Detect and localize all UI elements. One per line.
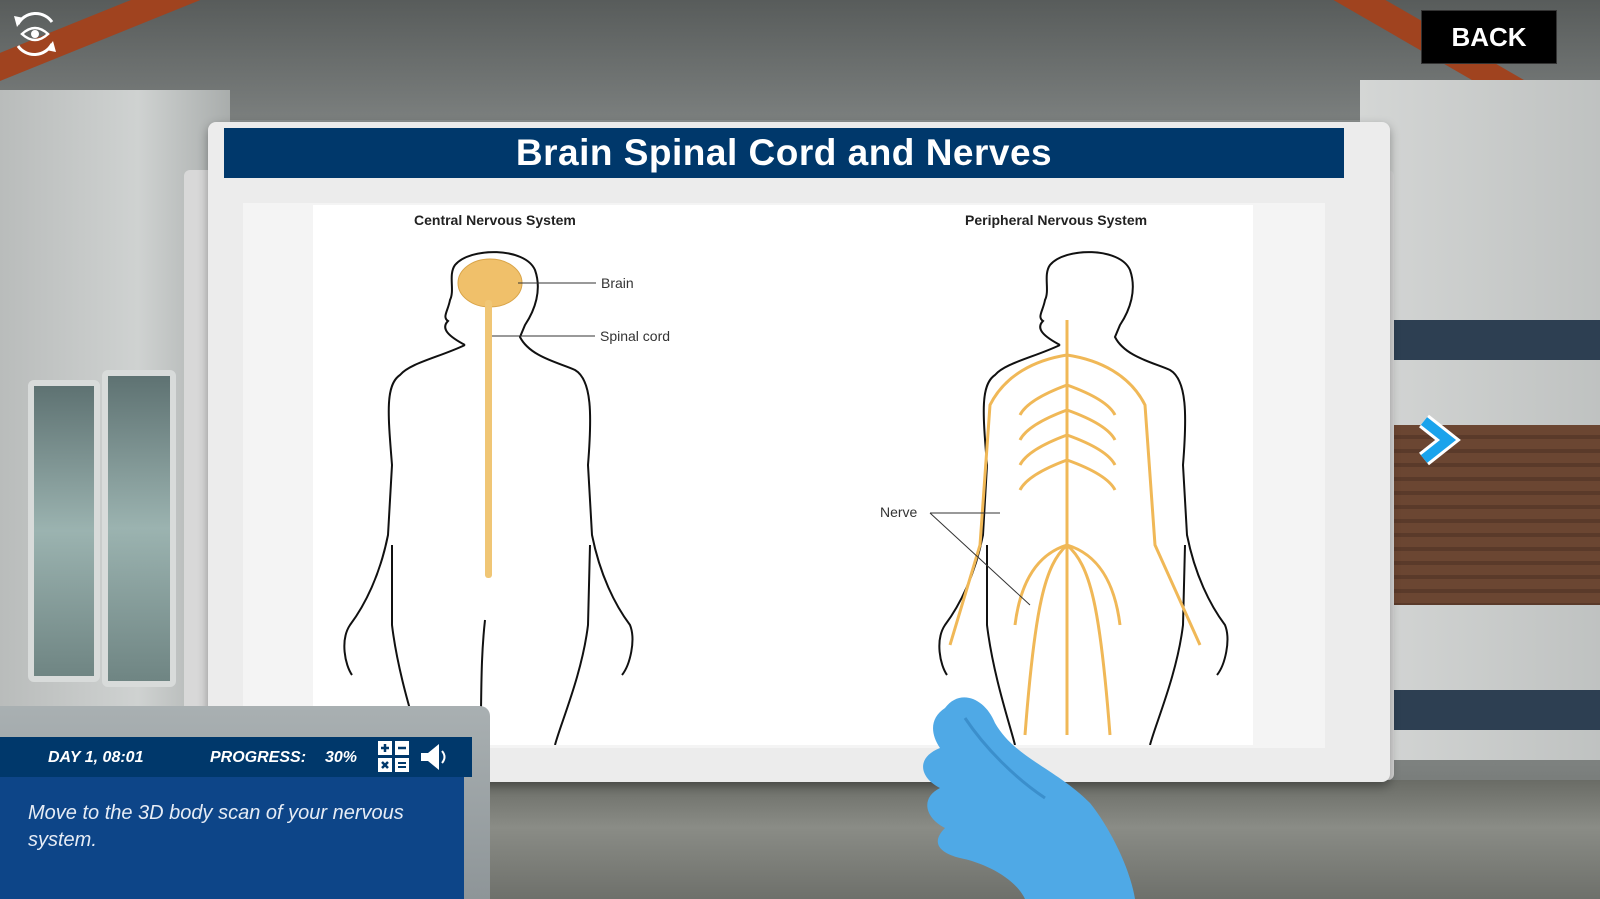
brain-shape <box>457 258 523 308</box>
cns-body-figure <box>343 251 634 745</box>
instruction-message: Move to the 3D body scan of your nervous… <box>28 802 404 851</box>
hud-header: DAY 1, 08:01 PROGRESS: 30% <box>0 737 472 777</box>
progress-value: 30% <box>325 749 358 766</box>
day-time: DAY 1, 08:01 <box>48 749 144 766</box>
hud-message-panel <box>0 777 464 899</box>
brain-label: Brain <box>601 275 634 291</box>
sound-speaker-icon[interactable] <box>419 742 451 772</box>
spinal-cord-shape <box>485 300 492 578</box>
brick-wall <box>1370 425 1600 605</box>
ceiling <box>0 0 1600 120</box>
right-shelf-bottom <box>1365 690 1600 730</box>
left-window-2 <box>102 370 176 687</box>
calculator-icon[interactable] <box>378 741 410 773</box>
right-shelf-top <box>1365 320 1600 360</box>
cns-caption: Central Nervous System <box>414 212 576 228</box>
nerve-label: Nerve <box>880 504 918 520</box>
progress-label: PROGRESS: <box>210 749 307 766</box>
pns-body-figure <box>929 251 1229 745</box>
slide-title: Brain Spinal Cord and Nerves <box>224 128 1344 178</box>
rotate-view-icon[interactable] <box>8 8 62 60</box>
vr-hand-glove <box>923 697 1135 899</box>
pns-caption: Peripheral Nervous System <box>965 212 1148 228</box>
left-window-1 <box>28 380 100 682</box>
right-wall <box>1360 80 1600 760</box>
back-button[interactable]: BACK <box>1421 10 1557 64</box>
nerve-network <box>948 320 1202 736</box>
spinal-cord-label: Spinal cord <box>600 328 671 344</box>
next-slide-chevron-icon[interactable] <box>1412 413 1462 467</box>
